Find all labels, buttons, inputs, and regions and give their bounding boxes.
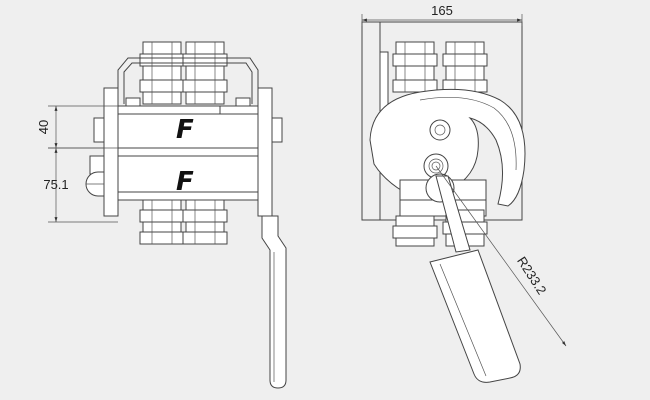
- adjust-knob: [85, 155, 105, 197]
- bottom-bolt-stack-right: [182, 199, 228, 245]
- side-bottom-bolt-left: [392, 215, 438, 247]
- dimension-75-1: 75.1: [43, 147, 118, 223]
- logo-upper: F: [176, 115, 194, 145]
- top-bolt-stack-right: [182, 41, 228, 105]
- dimension-165-label: 165: [431, 3, 453, 18]
- back-plate: [361, 21, 523, 221]
- front-view: F F: [36, 41, 287, 389]
- side-view: 165 R233.2: [361, 3, 567, 383]
- dimension-75-1-label: 75.1: [43, 177, 68, 192]
- top-bolt-stack-left: [139, 41, 185, 105]
- top-bracket: [117, 57, 259, 104]
- upper-block: [117, 105, 259, 149]
- dimension-radius-label: R233.2: [514, 254, 549, 297]
- dimension-40-label: 40: [36, 120, 51, 134]
- dimension-165: 165: [361, 3, 523, 26]
- right-side-plate: [257, 87, 273, 217]
- pivot-upper: [429, 119, 451, 141]
- lever-shaft: [435, 175, 471, 253]
- left-side-plate: [103, 87, 119, 217]
- side-bolt-stack-left: [392, 41, 438, 93]
- logo-lower: F: [176, 167, 194, 197]
- side-bolt-stack-right: [442, 41, 488, 93]
- bottom-bolt-stack-left: [139, 199, 185, 245]
- lever-handle: [429, 249, 521, 383]
